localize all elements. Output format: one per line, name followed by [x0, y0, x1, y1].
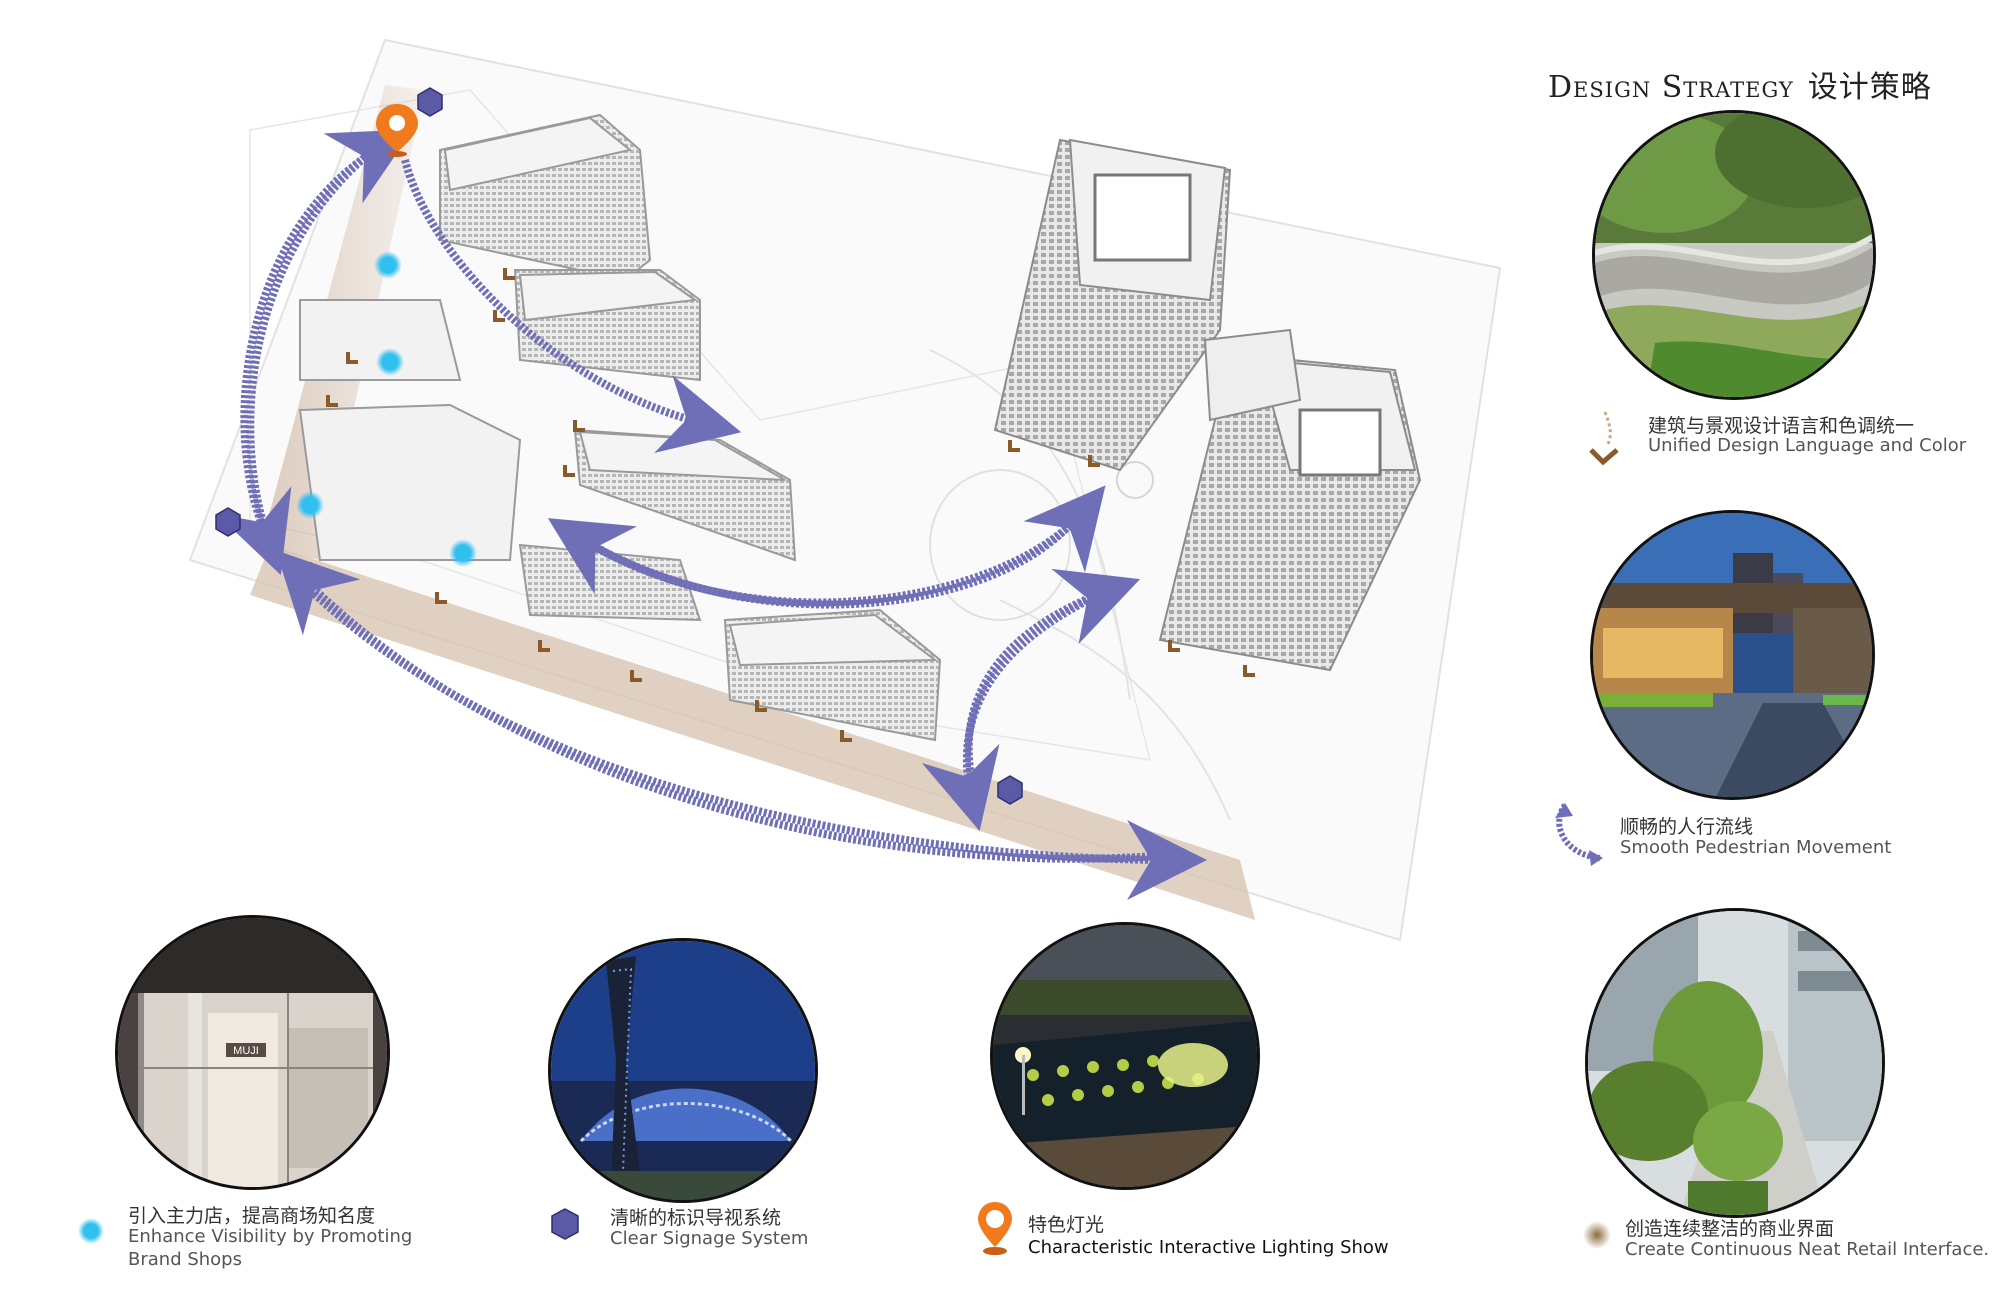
page-title: Design Strategy 设计策略 — [1548, 62, 1932, 106]
brown-chevron-icon — [1585, 410, 1625, 470]
legend-signage-cn: 清晰的标识导视系统 — [610, 1207, 782, 1229]
strategy-retail-interface-cn: 创造连续整洁的商业界面 — [1625, 1218, 1835, 1240]
legend-anchor-store-cn: 引入主力店，提高商场知名度 — [128, 1205, 376, 1227]
purple-hexagon-icon — [550, 1208, 580, 1240]
lighting-pin-marker — [376, 104, 418, 157]
muji-storefront-photo: MUJI — [115, 915, 390, 1190]
office-tower-left — [993, 138, 1232, 472]
strategy-unified-design-cn: 建筑与景观设计语言和色调统一 — [1648, 415, 1915, 437]
signage-markers — [215, 87, 1023, 805]
tan-blur-dot-icon — [1582, 1220, 1612, 1250]
title-chinese: 设计策略 — [1807, 70, 1932, 105]
legend-signage-en: Clear Signage System — [610, 1228, 809, 1249]
legend-lighting-cn: 特色灯光 — [1028, 1214, 1105, 1236]
office-tower-right — [1158, 328, 1422, 672]
curved-walkway-photo — [1592, 110, 1876, 400]
strategy-retail-interface-en: Create Continuous Neat Retail Interface. — [1625, 1239, 1990, 1260]
purple-curved-arrow-icon — [1545, 800, 1615, 870]
legend-lighting-en: Characteristic Interactive Lighting Show — [1028, 1237, 1389, 1258]
signage-tower-photo — [548, 938, 818, 1203]
entry-markers — [308, 268, 1255, 742]
pedestrian-flow-arrows — [216, 129, 1207, 900]
interactive-lighting-photo — [990, 922, 1260, 1190]
strategy-pedestrian-cn: 顺畅的人行流线 — [1620, 816, 1754, 838]
cyan-dot-icon — [76, 1216, 106, 1246]
strategy-pedestrian-en: Smooth Pedestrian Movement — [1620, 837, 1892, 858]
legend-anchor-store-en-line2: Brand Shops — [128, 1249, 242, 1270]
legend-anchor-store-en-line1: Enhance Visibility by Promoting — [128, 1226, 413, 1247]
svg-text:MUJI: MUJI — [233, 1045, 259, 1057]
anchor-store-markers — [296, 251, 477, 567]
orange-location-pin-icon — [975, 1200, 1015, 1258]
strategy-unified-design-en: Unified Design Language and Color — [1648, 435, 1967, 456]
title-english: Design Strategy — [1548, 70, 1794, 105]
tree-lined-retail-photo — [1585, 908, 1885, 1218]
night-plaza-photo — [1590, 510, 1875, 800]
